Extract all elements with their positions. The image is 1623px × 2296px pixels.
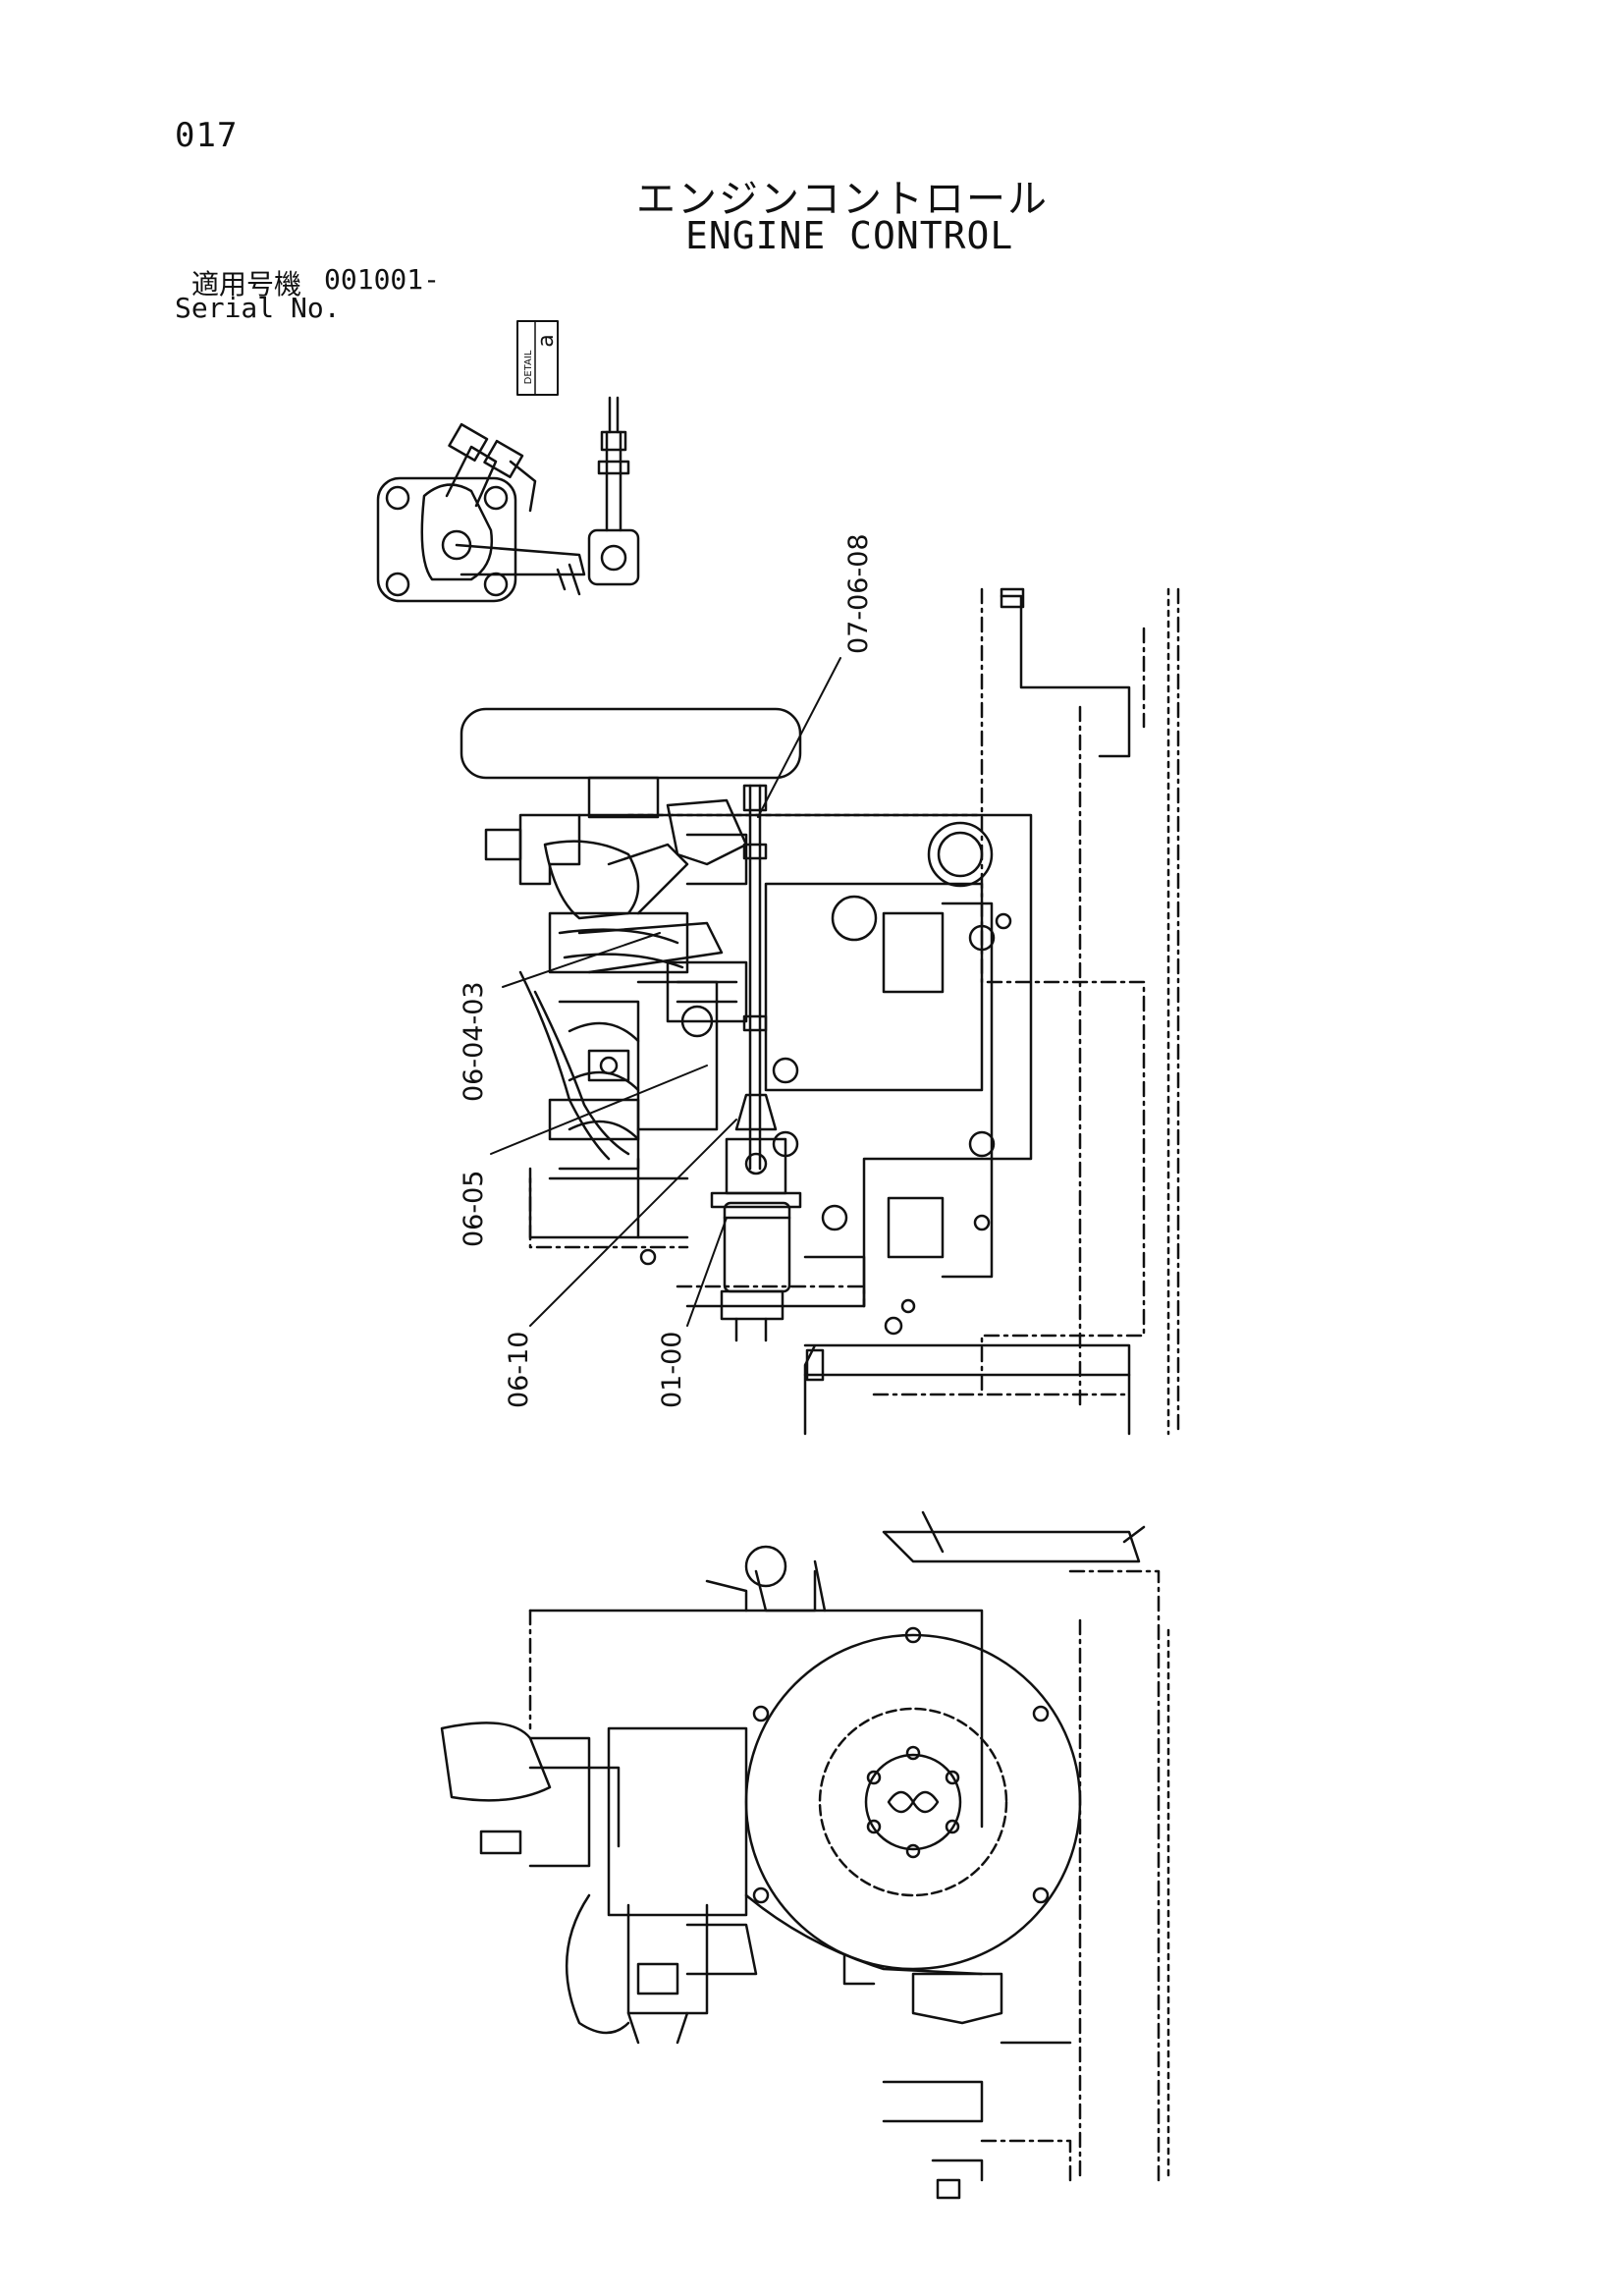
callout-06-04-03: 06-04-03: [459, 981, 489, 1102]
callout-06-10: 06-10: [504, 1332, 534, 1408]
callout-01-00: 01-00: [657, 1332, 687, 1408]
callout-leaders: [490, 657, 841, 1327]
detail-label: DETAIL: [523, 350, 534, 384]
detail-letter: a: [534, 334, 559, 347]
page-title: ENGINE CONTROL: [685, 214, 1014, 257]
page-title-japanese: エンジンコントロール: [636, 177, 1049, 222]
detail-a-tag: [516, 320, 559, 396]
engine-top-view: [460, 587, 1180, 1436]
serial-number-value: 001001-: [324, 263, 441, 296]
serial-label-japanese: 適用号機: [191, 268, 302, 301]
callout-06-05: 06-05: [459, 1171, 489, 1247]
callout-07-06-08: 07-06-08: [843, 533, 874, 654]
detail-a-lever-drawing: [376, 396, 640, 603]
engine-rear-view: [440, 1510, 1170, 2200]
serial-label: Serial No.: [175, 292, 341, 324]
page-number: 017: [175, 116, 239, 155]
